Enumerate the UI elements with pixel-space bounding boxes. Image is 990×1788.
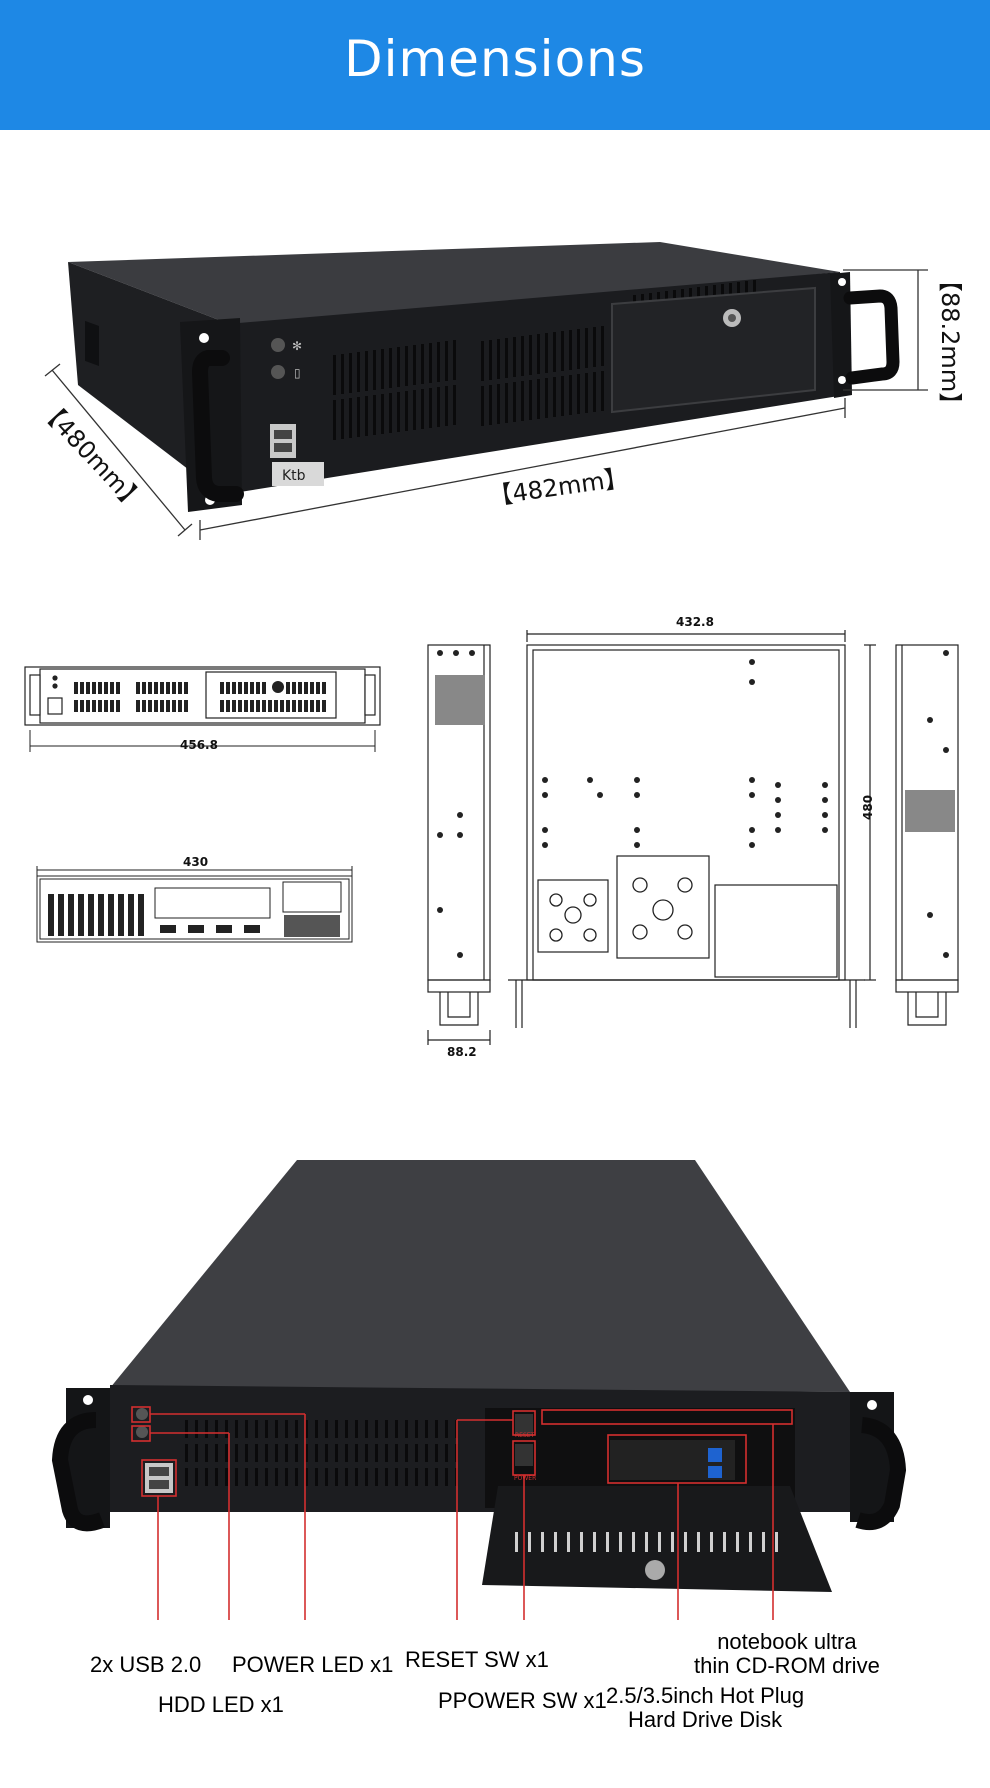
hot-plug-line2: Hard Drive Disk [628,1707,783,1732]
rear-width-dim: 430 [183,855,208,869]
usb-label: 2x USB 2.0 [90,1652,202,1677]
top-width-dim: 432.8 [676,615,714,629]
power-led-label: POWER LED x1 [232,1652,394,1677]
cdrom-label: notebook ultra thin CD-ROM drive [694,1630,880,1678]
cdrom-line2: thin CD-ROM drive [694,1653,880,1678]
cdrom-line1: notebook ultra [717,1629,857,1654]
brand-logo: Ktb [282,468,306,484]
chassis-photo-bottom: RESET POWER [51,1160,907,1620]
top-depth-dim: 480 [861,795,875,820]
svg-text:✻: ✻ [292,339,302,353]
hot-plug-label: 2.5/3.5inch Hot Plug Hard Drive Disk [606,1684,804,1732]
power-tag: POWER [514,1475,536,1482]
reset-sw-label: RESET SW x1 [405,1647,549,1672]
height-dimension-label: 【88.2mm】 [936,268,964,416]
front-width-dim: 456.8 [180,738,218,752]
width-dimension-label: 【482mm】 [487,464,630,511]
chassis-photo-top: ✻ ▯ Ktb 【482mm】 【480mm】 【88.2mm】 [34,242,964,540]
power-sw-label: PPOWER SW x1 [438,1688,607,1713]
technical-drawings: 456.8 430 88.2 432.8 [24,615,959,1059]
page-title: Dimensions [344,30,646,88]
hot-plug-line1: 2.5/3.5inch Hot Plug [606,1683,805,1708]
svg-text:▯: ▯ [294,366,301,380]
reset-tag: RESET [515,1432,535,1439]
hdd-led-label: HDD LED x1 [158,1692,284,1717]
side-height-dim: 88.2 [447,1045,477,1059]
header-banner: Dimensions [0,0,990,130]
